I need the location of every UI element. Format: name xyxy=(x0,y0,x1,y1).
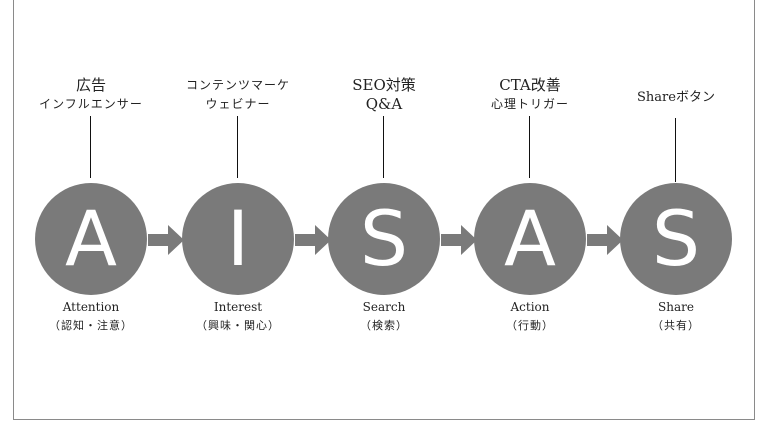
stage-tactics: CTA改善 心理トリガー xyxy=(455,76,605,114)
connector-line xyxy=(383,116,384,178)
stage-label: Interest （興味・関心） xyxy=(163,298,313,335)
connector-line xyxy=(529,116,530,178)
tactic-1: コンテンツマーケ xyxy=(185,78,290,92)
stage-circle-i: I xyxy=(182,183,294,295)
stage-tactics: Shareボタン xyxy=(601,88,751,107)
stage-tactics: 広告 インフルエンサー xyxy=(16,76,166,114)
tactic-2: Q&A xyxy=(365,95,403,113)
stage-circle-a: A xyxy=(474,183,586,295)
stage-name-en: Search xyxy=(362,300,406,314)
connector-line xyxy=(675,118,676,182)
stage-name-en: Interest xyxy=(213,300,263,314)
tactic-1: SEO対策 xyxy=(352,76,416,94)
tactic-1: 広告 xyxy=(75,76,106,94)
arrow-icon xyxy=(295,225,331,255)
stage-label: Attention （認知・注意） xyxy=(16,298,166,335)
diagram-frame xyxy=(13,0,755,420)
tactic-1: Shareボタン xyxy=(637,90,715,105)
stage-name-jp: （認知・注意） xyxy=(49,319,133,332)
stage-name-jp: （興味・関心） xyxy=(196,319,280,332)
stage-name-en: Share xyxy=(658,300,694,314)
tactic-1: CTA改善 xyxy=(499,76,561,94)
tactic-2: 心理トリガー xyxy=(490,97,569,111)
stage-name-en: Action xyxy=(510,300,550,314)
tactic-2: ウェビナー xyxy=(205,97,271,111)
stage-circle-s: S xyxy=(328,183,440,295)
arrow-icon xyxy=(441,225,477,255)
tactic-2: インフルエンサー xyxy=(39,97,143,111)
arrow-icon xyxy=(148,225,184,255)
stage-name-jp: （検索） xyxy=(360,319,408,332)
stage-label: Action （行動） xyxy=(455,298,605,335)
connector-line xyxy=(90,116,91,178)
stage-name-jp: （行動） xyxy=(506,319,554,332)
stage-circle-s: S xyxy=(620,183,732,295)
stage-label: Share （共有） xyxy=(601,298,751,335)
stage-name-jp: （共有） xyxy=(652,319,700,332)
stage-label: Search （検索） xyxy=(309,298,459,335)
stage-name-en: Attention xyxy=(62,300,120,314)
connector-line xyxy=(237,116,238,178)
stage-circle-a: A xyxy=(35,183,147,295)
arrow-icon xyxy=(587,225,623,255)
stage-tactics: SEO対策 Q&A xyxy=(309,76,459,114)
stage-tactics: コンテンツマーケ ウェビナー xyxy=(163,76,313,114)
